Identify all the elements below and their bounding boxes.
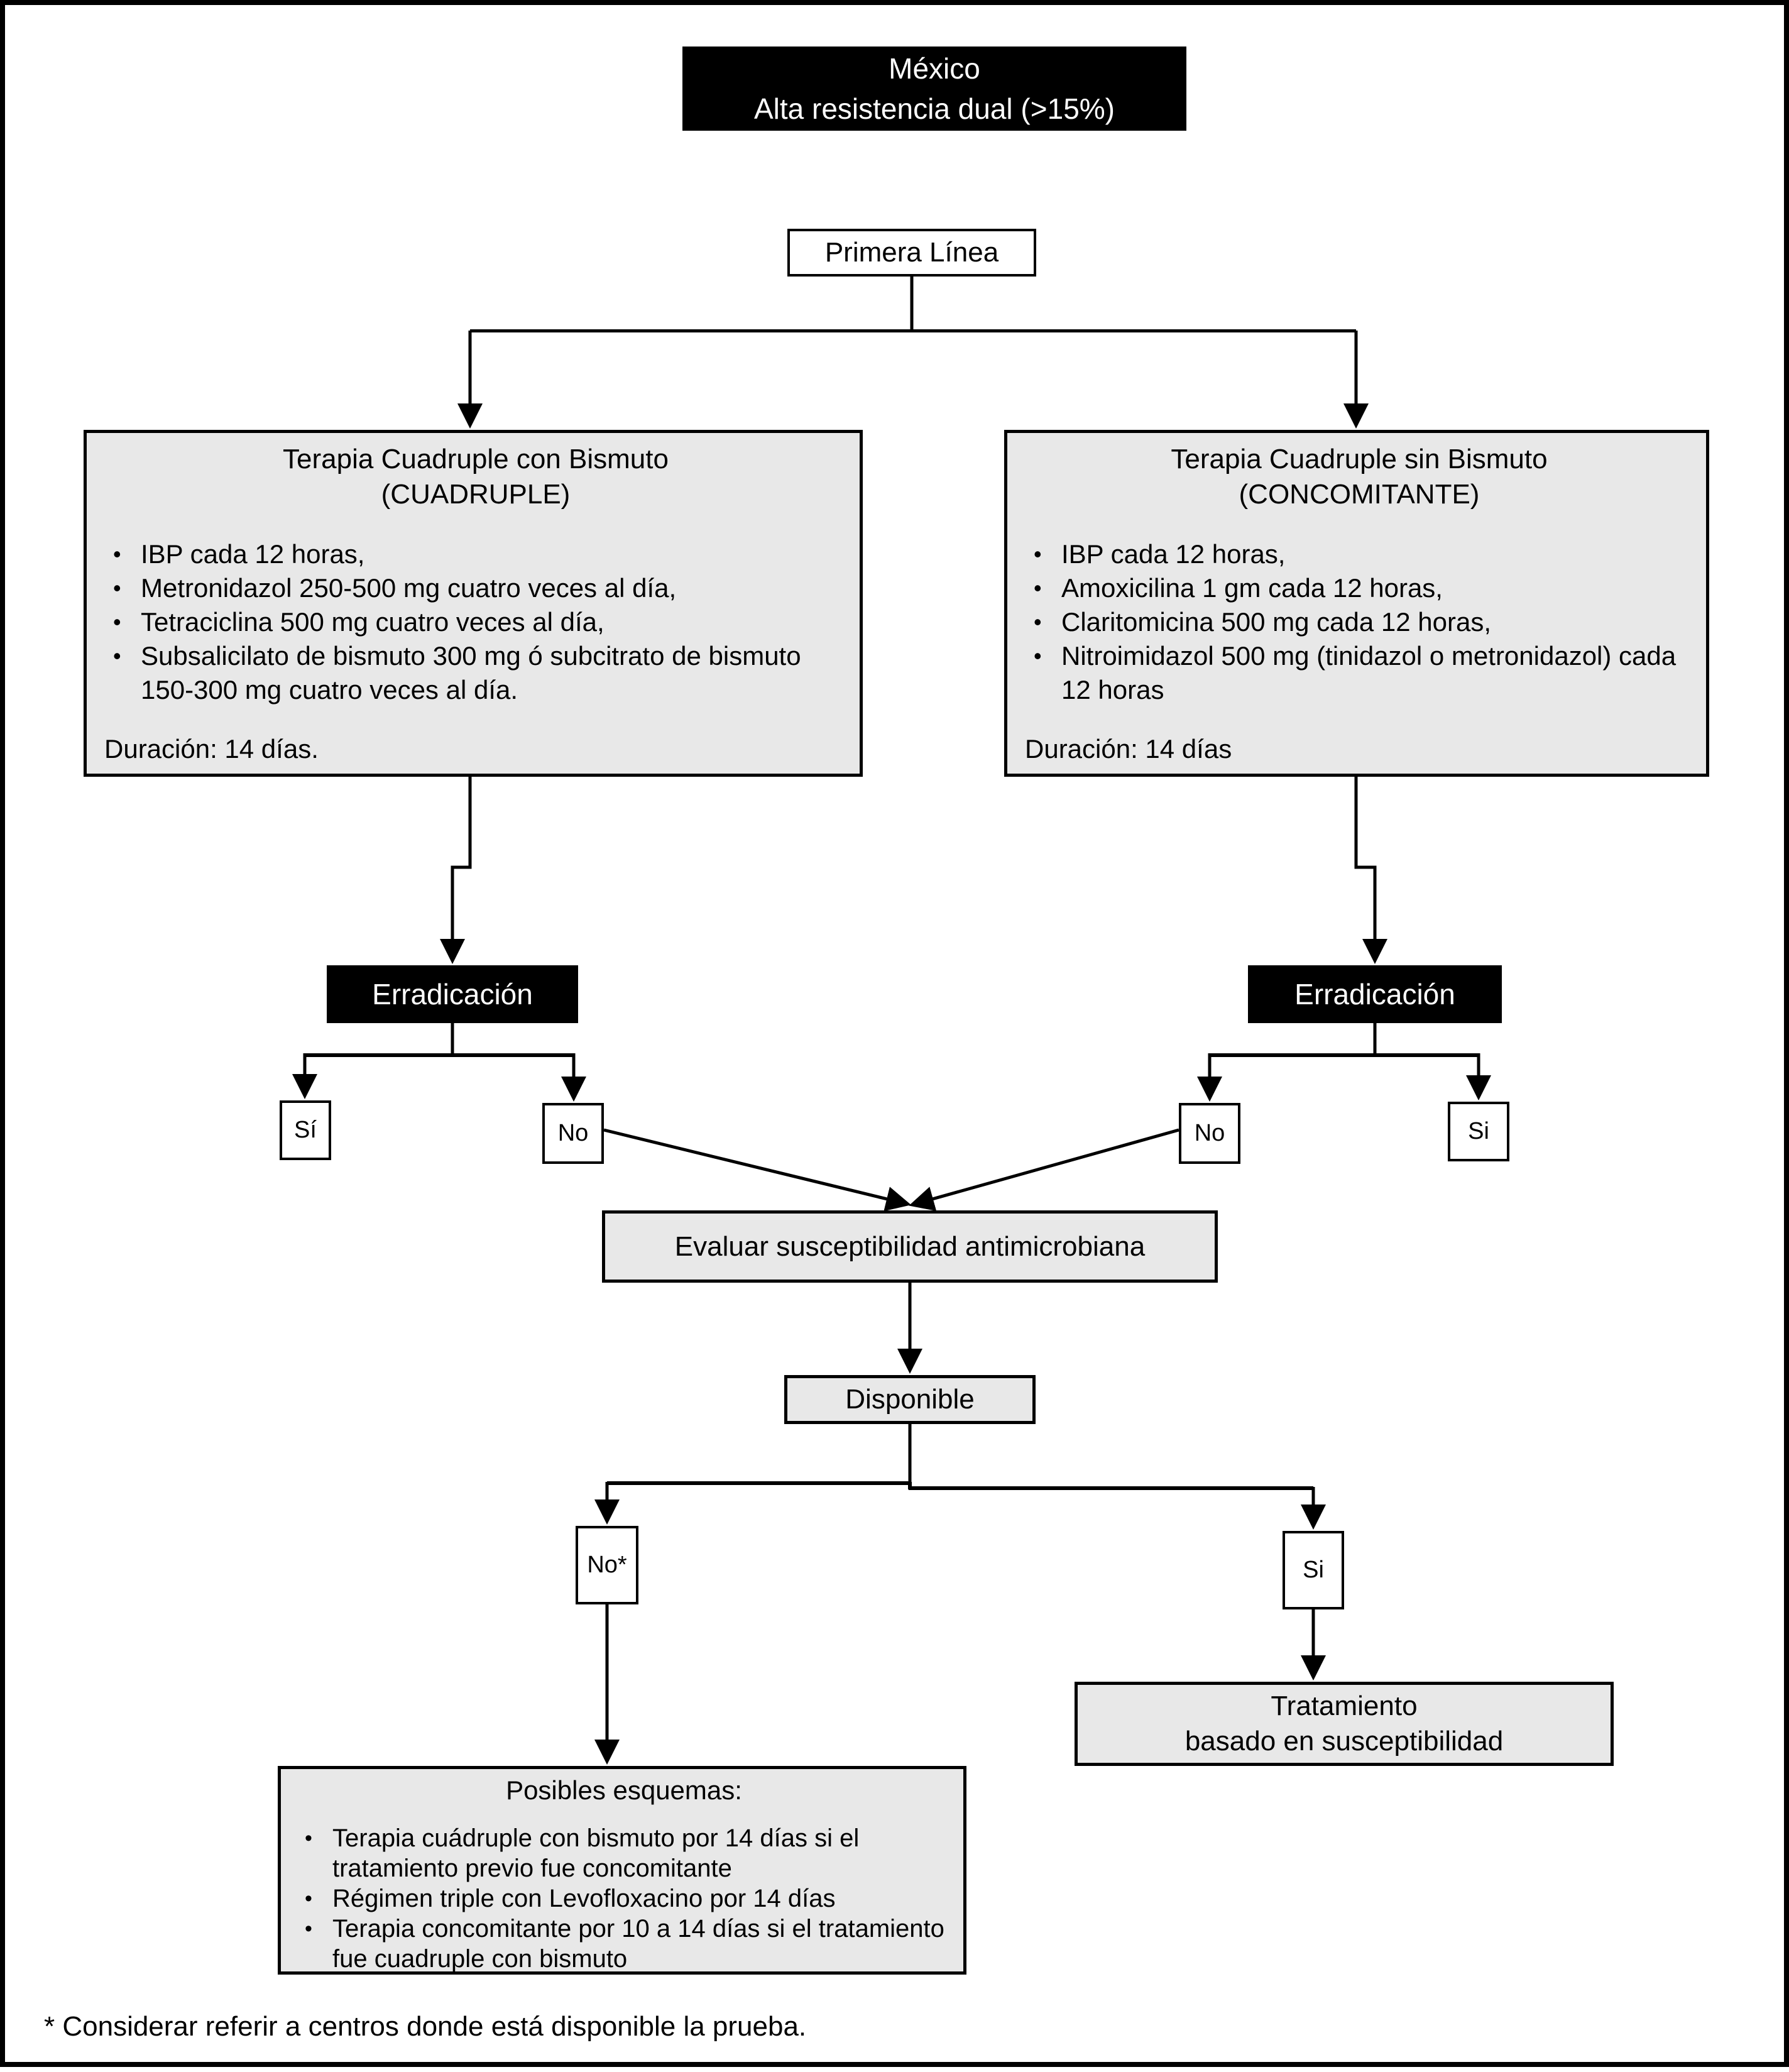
cuadruple-node: Terapia Cuadruple con Bismuto (CUADRUPLE… [84,430,863,777]
title-line1: México [889,52,980,85]
cuadruple-duration: Duración: 14 días. [104,734,319,764]
si-right-node: Si [1448,1102,1509,1161]
no-right-node: No [1179,1103,1240,1164]
concomitante-duration: Duración: 14 días [1025,734,1232,764]
list-item: Amoxicilina 1 gm cada 12 horas, [1025,571,1693,605]
primera-linea-label: Primera Línea [824,237,999,268]
tratamiento-node: Tratamiento basado en susceptibilidad [1075,1682,1614,1766]
list-item: IBP cada 12 horas, [1025,537,1693,571]
list-item: Claritomicina 500 mg cada 12 horas, [1025,605,1693,639]
concomitante-bullet-list: IBP cada 12 horas, Amoxicilina 1 gm cada… [1025,537,1693,707]
cuadruple-title: Terapia Cuadruple con Bismuto (CUADRUPLE… [283,444,669,510]
concomitante-node: Terapia Cuadruple sin Bismuto (CONCOMITA… [1004,430,1709,777]
title-banner: México Alta resistencia dual (>15%) [682,47,1186,131]
list-item: Régimen triple con Levofloxacino por 14 … [297,1883,951,1914]
concomitante-title: Terapia Cuadruple sin Bismuto (CONCOMITA… [1171,444,1548,510]
list-item: IBP cada 12 horas, [104,537,847,571]
title-line2: Alta resistencia dual (>15%) [753,92,1115,125]
cuadruple-bullet-list: IBP cada 12 horas, Metronidazol 250-500 … [104,537,847,707]
primera-linea-node: Primera Línea [787,229,1036,277]
disponible-node: Disponible [784,1375,1036,1424]
posibles-title: Posibles esquemas: [506,1775,742,1805]
no-left-node: No [542,1103,604,1164]
posibles-node: Posibles esquemas: Terapia cuádruple con… [278,1766,966,1975]
list-item: Terapia cuádruple con bismuto por 14 día… [297,1823,951,1883]
si-bottom-node: Si [1283,1531,1344,1609]
no-star-node: No* [576,1526,638,1604]
flow-connectors [292,277,1491,1765]
erradicacion-right-node: Erradicación [1248,965,1502,1023]
list-item: Subsalicilato de bismuto 300 mg ó subcit… [104,639,847,707]
footnote: * Considerar referir a centros donde est… [44,2011,807,2042]
list-item: Nitroimidazol 500 mg (tinidazol o metron… [1025,639,1693,707]
posibles-bullet-list: Terapia cuádruple con bismuto por 14 día… [297,1823,951,1974]
evaluar-node: Evaluar susceptibilidad antimicrobiana [602,1210,1218,1283]
si-left-node: Sí [280,1100,331,1160]
list-item: Terapia concomitante por 10 a 14 días si… [297,1914,951,1974]
list-item: Metronidazol 250-500 mg cuatro veces al … [104,571,847,605]
erradicacion-left-node: Erradicación [327,965,578,1023]
list-item: Tetraciclina 500 mg cuatro veces al día, [104,605,847,639]
